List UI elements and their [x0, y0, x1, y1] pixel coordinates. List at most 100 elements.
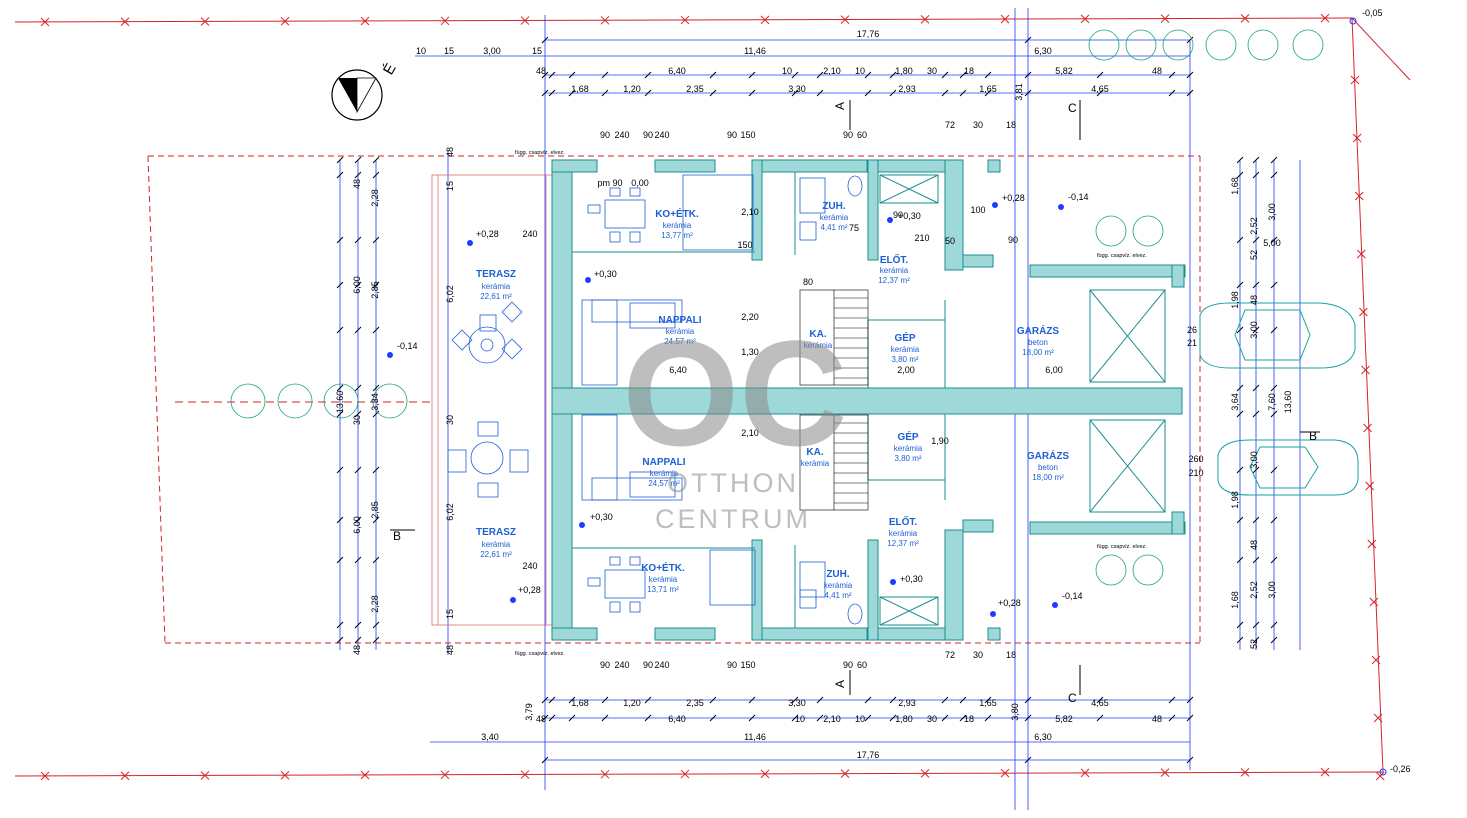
dim-right-col1-2: 3,64 [1230, 393, 1240, 411]
dim-top-row2-2: 10 [782, 66, 792, 76]
dim-bottom-row1-0: 3,40 [481, 732, 499, 742]
section-lines [390, 100, 1320, 695]
dim-interior-14: 90 [1008, 235, 1018, 245]
tick-v-0-1 [354, 156, 362, 164]
tick-2-3 [568, 714, 576, 722]
boundary-x-bottom-15 [1240, 768, 1250, 777]
dim-right-col2-5: 48 [1249, 540, 1259, 550]
tick-8-2 [816, 696, 824, 704]
boundary-x-bottom-6 [520, 770, 530, 779]
room-area-bath-top: 4,41 m² [820, 223, 847, 232]
tick-17-2 [1186, 696, 1194, 704]
tick-v-8-5 [1270, 516, 1278, 524]
room-material-bath-bottom: kerámia [824, 581, 853, 590]
tick-6-2 [748, 696, 756, 704]
tick-v-4-5 [1270, 326, 1278, 334]
dim-interior-9: 2,00 [897, 365, 915, 375]
tick-v-7-0 [336, 466, 344, 474]
tick-v-1-3 [1236, 171, 1244, 179]
dim-top-wall-7: 60 [857, 130, 867, 140]
partitions [572, 172, 1166, 628]
dim-right-overall: 13,60 [1283, 391, 1293, 414]
dim-top-overall: 17,76 [857, 29, 880, 39]
dim-top-row1-2: 3,00 [483, 46, 501, 56]
boundary-x-top-3 [280, 16, 290, 26]
tick-v-5-0 [336, 384, 344, 392]
tick-7-3 [791, 714, 799, 722]
level-hall-bottom: +0,30 [900, 574, 923, 584]
tick-12-1 [959, 89, 967, 97]
tick-v-8-2 [372, 516, 380, 524]
dim-interior-17: 1,90 [931, 436, 949, 446]
tick-1-0 [548, 71, 556, 79]
tick-10-2 [889, 696, 897, 704]
boundary-x-right-10 [1371, 655, 1381, 665]
dim-right-col1-1: 1,98 [1230, 291, 1240, 309]
room-name-hall-top: ELŐT. [880, 253, 909, 266]
tick-13-2 [984, 696, 992, 704]
dim-right-misc-0: 5,00 [1263, 238, 1281, 248]
dim-right-col2-4: 3,00 [1249, 451, 1259, 469]
tick-17-1 [1186, 89, 1194, 97]
tick-6-0 [748, 71, 756, 79]
dim-interior-18: 2,10 [741, 428, 759, 438]
tick-9-0 [864, 71, 872, 79]
dim-bottom-row3-0: 1,68 [571, 698, 589, 708]
tick-v-11-1 [354, 636, 362, 644]
dim-bottom-row2-7: 18 [964, 714, 974, 724]
tick-0-2 [541, 696, 549, 704]
tick-16-3 [1168, 714, 1176, 722]
room-name-terrace-top: TERASZ [476, 269, 516, 280]
room-material-bath-top: kerámia [820, 213, 849, 222]
boundary-x-top-8 [680, 15, 690, 25]
dim-bottom-row2-9: 48 [1152, 714, 1162, 724]
level-plot-top-right: -0,05 [1362, 8, 1383, 18]
tick-9-3 [864, 714, 872, 722]
tick-2-0 [568, 71, 576, 79]
dim-bottom-wall-5: 150 [740, 660, 755, 670]
dim-bottom-row1-1: 11,46 [744, 732, 766, 742]
dim-right-col2-0: 52 [1249, 250, 1259, 260]
tick-bottom-2 [1186, 756, 1194, 764]
dim-bottom-small-3: 3,79 [524, 703, 534, 721]
boundary-x-top-6 [520, 16, 530, 25]
tick-v-0-0 [336, 156, 344, 164]
tick-13-3 [984, 714, 992, 722]
room-area-machine-bottom: 3,80 m² [894, 454, 921, 463]
tick-11-0 [941, 71, 949, 79]
room-material-living-bottom: kerámia [650, 469, 679, 478]
tick-v-4-2 [372, 326, 380, 334]
tick-2-2 [568, 696, 576, 704]
tick-v-10-5 [1270, 621, 1278, 629]
dim-interior-12: 50 [945, 236, 955, 246]
dim-left-col2-0: 2,28 [370, 189, 380, 207]
room-name-storage-bottom: KA. [806, 447, 823, 458]
room-material-kitchen-top: kerámia [663, 221, 692, 230]
dim-bottom-wall-7: 60 [857, 660, 867, 670]
boundary-x-bottom-14 [1160, 768, 1170, 777]
boundary-x-top-4 [360, 16, 370, 26]
boundary-x-right-3 [1356, 249, 1366, 259]
dim-bottom-row2-0: 48 [536, 714, 546, 724]
dim-top-row3-4: 2,93 [898, 84, 916, 94]
boundary-x-top-13 [1080, 14, 1090, 24]
room-area-kitchen-bottom: 13,71 m² [647, 585, 679, 594]
boundary-x-bottom-8 [680, 769, 690, 779]
tick-3-3 [601, 714, 609, 722]
section-mark-a-top: A [833, 102, 847, 110]
tick-bottom-0 [541, 756, 549, 764]
furniture [447, 174, 863, 625]
tick-6-3 [748, 714, 756, 722]
dim-bottom-overall: 17,76 [857, 750, 880, 760]
dim-top-small-2: 18 [1006, 120, 1016, 130]
dim-bottom-row2-4: 10 [855, 714, 865, 724]
tick-v-2-3 [1236, 236, 1244, 244]
boundary-x-top-16 [1320, 13, 1330, 23]
dim-right-col2-6: 2,52 [1249, 581, 1259, 599]
watermark-logo: OC OTTHON CENTRUM [623, 309, 848, 534]
dimension-ticks [336, 36, 1278, 764]
dim-top-row1-1: 15 [444, 46, 454, 56]
room-name-machine-bottom: GÉP [897, 430, 918, 443]
tick-17-0 [1186, 71, 1194, 79]
boundary-x-top-7 [600, 15, 610, 25]
